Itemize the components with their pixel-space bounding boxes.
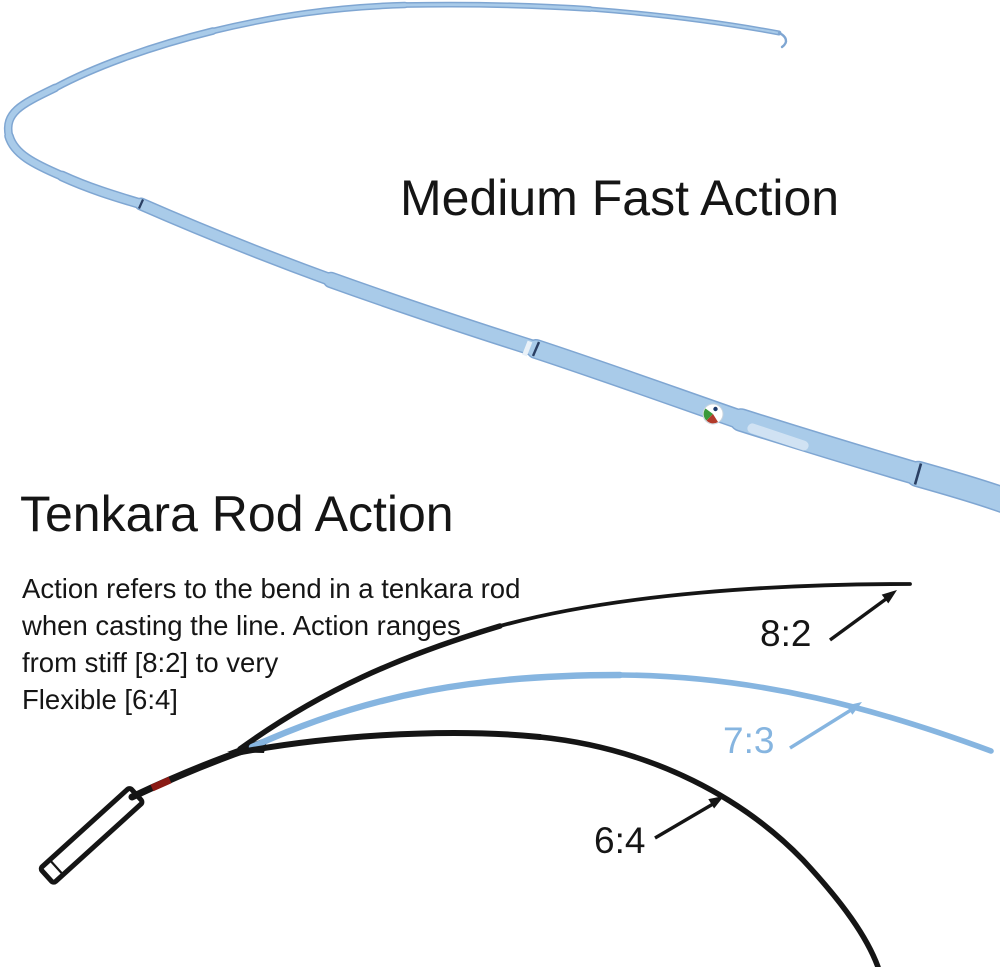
rod-segment [324,273,543,356]
rod-segment [403,3,592,11]
rod-joint-tick-1 [137,199,145,209]
rod-segment-outline [51,27,217,92]
curve-7-3 [248,671,994,754]
rod-segment [211,3,407,33]
rod-segment-outline [209,1,409,35]
description-line: when casting the line. Action ranges [22,610,461,641]
rod-joint-tick-2 [531,341,541,357]
rod-outline-layer [3,1,1000,513]
section-description: Action refers to the bend in a tenkara r… [22,570,520,718]
curve-6-4 [233,729,881,967]
brand-logo-icon [702,403,724,425]
top-title: Medium Fast Action [400,170,840,226]
rod-illustration [5,3,1000,512]
rod-segment [58,172,145,208]
rod-handle [38,786,145,885]
rod-joint-tick-3 [913,463,923,485]
label-6-4: 6:4 [594,820,645,861]
description-line: from stiff [8:2] to very [22,647,279,678]
rod-joint-band [522,340,533,357]
arrow-7-3-icon [789,702,862,750]
rod-segment [52,28,216,91]
red-band [150,776,172,792]
rod-print-streak [747,423,809,451]
arrow-8-2-icon [828,590,897,642]
handle-end-cap [49,859,64,875]
rod-tip-hook-icon [777,31,788,49]
rod-segment [136,199,336,285]
arrow-6-4-icon [654,796,724,840]
rod-segment [5,132,66,180]
section-heading: Tenkara Rod Action [20,486,454,542]
rod-butt-section [128,745,252,801]
rod-segment [5,85,58,139]
label-7-3: 7:3 [723,720,774,761]
rod-segment [906,462,1000,512]
rod-segment-outline [587,6,782,36]
rod-segment [589,8,780,34]
rod-segment [730,409,929,485]
description-line: Action refers to the bend in a tenkara r… [22,573,521,604]
curve-8-2 [237,582,912,752]
description-line: Flexible [6:4] [22,684,178,715]
label-8-2: 8:2 [760,613,811,654]
